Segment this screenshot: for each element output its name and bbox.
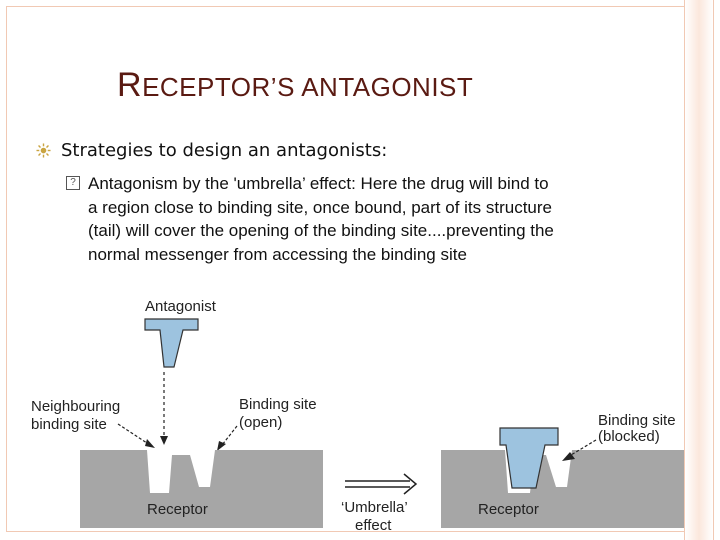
binding-open-label: (open): [239, 414, 282, 431]
effect-label: ‘Umbrella’: [341, 499, 408, 516]
neighbouring-pointer: [118, 424, 150, 445]
neighbouring-label: binding site: [31, 416, 107, 433]
antagonist-molecule: [145, 319, 198, 367]
binding-open-pointer: [222, 426, 237, 445]
effect-label: effect: [355, 517, 392, 534]
neighbouring-label: Neighbouring: [31, 398, 120, 415]
approach-arrow-head: [160, 436, 168, 445]
antagonist-label: Antagonist: [145, 298, 217, 315]
binding-open-label: Binding site: [239, 396, 317, 413]
binding-blocked-label: Binding site: [598, 412, 676, 429]
binding-blocked-label: (blocked): [598, 428, 660, 445]
neighbouring-pointer-head: [145, 439, 155, 448]
receptor-right-label: Receptor: [478, 501, 539, 518]
receptor-left-label: Receptor: [147, 501, 208, 518]
effect-arrow-head: [404, 474, 416, 494]
